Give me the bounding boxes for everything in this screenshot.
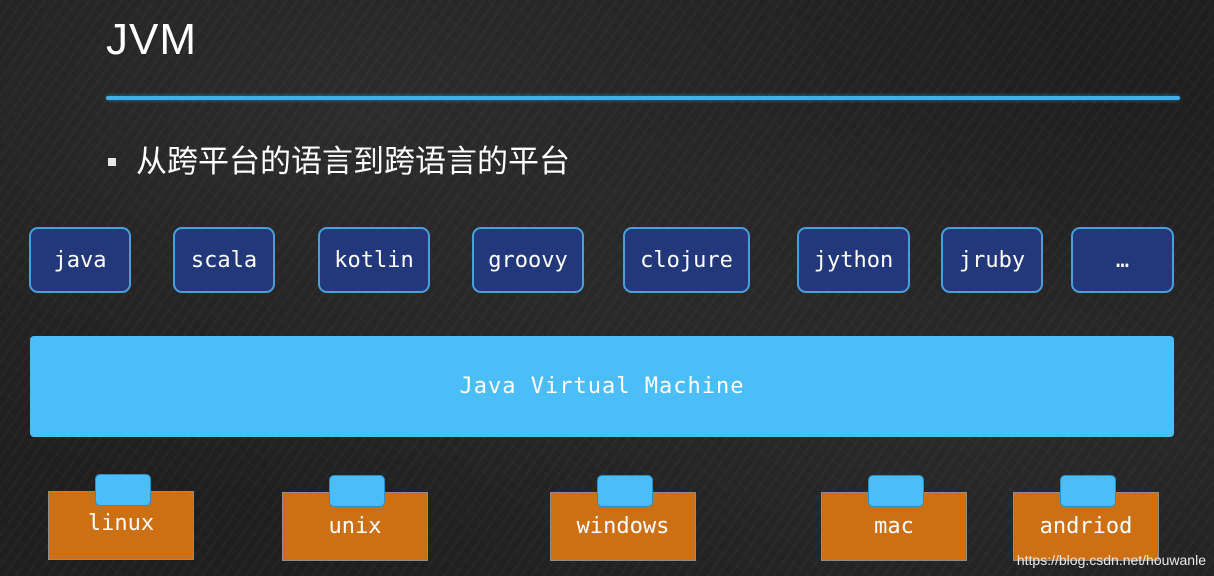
title-underline	[106, 96, 1180, 100]
platform-box-unix: unix	[282, 475, 428, 561]
platform-connector-tab	[597, 475, 653, 507]
language-box-clojure: clojure	[623, 227, 750, 293]
bullet-marker-icon	[108, 158, 116, 166]
platform-label: unix	[328, 514, 382, 539]
language-box-jruby: jruby	[941, 227, 1043, 293]
platform-box-mac: mac	[821, 475, 967, 561]
jvm-bar: Java Virtual Machine	[30, 336, 1174, 437]
platform-connector-tab	[95, 474, 151, 506]
platform-box-windows: windows	[550, 475, 696, 561]
platform-label: windows	[576, 514, 670, 539]
language-box-jython: jython	[797, 227, 910, 293]
platform-connector-tab	[868, 475, 924, 507]
platform-connector-tab	[1060, 475, 1116, 507]
platform-box-andriod: andriod	[1013, 475, 1159, 561]
platform-label: mac	[874, 514, 914, 539]
platform-label: linux	[87, 511, 155, 536]
platform-box-linux: linux	[48, 474, 194, 560]
slide-title: JVM	[106, 15, 197, 64]
language-box-groovy: groovy	[472, 227, 584, 293]
platform-label: andriod	[1039, 514, 1133, 539]
watermark-text: https://blog.csdn.net/houwanle	[1016, 552, 1206, 568]
language-box-java: java	[29, 227, 131, 293]
bullet-text: 从跨平台的语言到跨语言的平台	[136, 144, 570, 180]
language-box-kotlin: kotlin	[318, 227, 430, 293]
language-box-scala: scala	[173, 227, 275, 293]
bullet-item: 从跨平台的语言到跨语言的平台	[108, 140, 570, 184]
platform-connector-tab	[329, 475, 385, 507]
language-box-more: …	[1071, 227, 1174, 293]
